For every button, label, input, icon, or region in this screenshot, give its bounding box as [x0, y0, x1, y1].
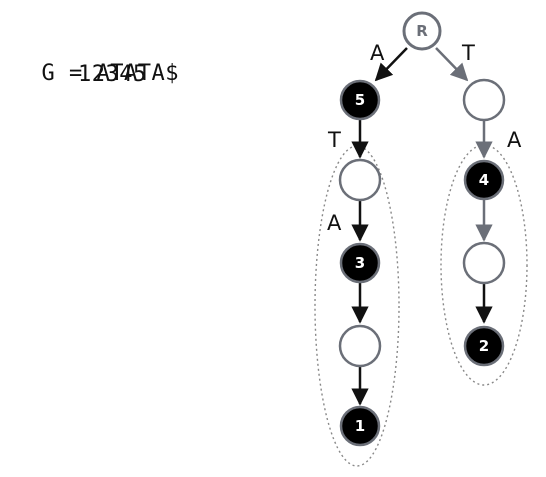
- root-node-label: R: [416, 22, 428, 40]
- root-node: R: [402, 11, 442, 51]
- left-subtree-outline: [314, 145, 400, 467]
- leaf-node-5-label: 5: [355, 91, 365, 109]
- edge-root-to-right: [435, 47, 469, 82]
- internal-node-left-1: [338, 158, 382, 202]
- position-indices: 12345: [78, 62, 147, 87]
- edge-root-to-5: [374, 47, 408, 82]
- edge-label-5-down: T: [327, 128, 341, 152]
- leaf-node-3-label: 3: [355, 254, 365, 272]
- leaf-node-2: 2: [463, 325, 505, 367]
- edge-label-right-down: A: [507, 128, 522, 152]
- internal-node-right-2: [462, 241, 506, 285]
- sequence-equals: =: [69, 61, 83, 86]
- edge-label-root-left: A: [370, 41, 385, 65]
- leaf-node-4: 4: [463, 159, 505, 201]
- leaf-node-3: 3: [339, 242, 381, 284]
- edge-label-root-right: T: [461, 41, 475, 65]
- leaf-node-1: 1: [339, 405, 381, 447]
- leaf-node-2-label: 2: [479, 337, 489, 355]
- leaf-node-1-label: 1: [355, 417, 365, 435]
- edge-label-left-mid: A: [327, 211, 342, 235]
- sequence-variable: G: [41, 61, 56, 86]
- internal-node-left-2: [338, 324, 382, 368]
- sequence-line: G = ATATA$: [14, 36, 179, 86]
- sequence-text: ATATA$: [96, 61, 179, 86]
- leaf-node-5: 5: [339, 79, 381, 121]
- leaf-node-4-label: 4: [479, 171, 489, 189]
- internal-node-right: [462, 78, 506, 122]
